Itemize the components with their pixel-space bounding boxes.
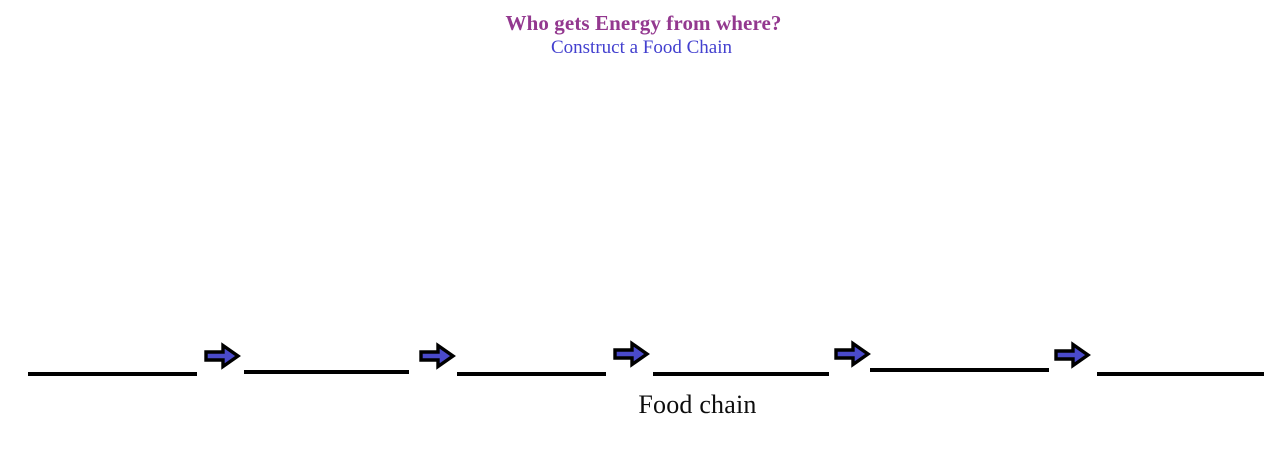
right-block-arrow-icon [834, 340, 871, 368]
right-block-arrow-icon [204, 342, 241, 370]
right-block-arrow-icon [1054, 341, 1091, 369]
food-chain-blank-1[interactable] [28, 372, 197, 376]
right-block-arrow-icon [613, 340, 650, 368]
heading-block: Who gets Energy from where? Construct a … [0, 10, 1283, 60]
food-chain-blank-3[interactable] [457, 372, 606, 376]
page-title: Who gets Energy from where? [505, 11, 782, 35]
food-chain-caption: Food chain [638, 390, 757, 419]
food-chain-blank-6[interactable] [1097, 372, 1264, 376]
food-chain-row [0, 335, 1283, 385]
food-chain-blank-5[interactable] [870, 368, 1049, 372]
page-subtitle: Construct a Food Chain [550, 37, 733, 58]
right-block-arrow-icon [419, 342, 456, 370]
food-chain-blank-2[interactable] [244, 370, 409, 374]
food-chain-blank-4[interactable] [653, 372, 829, 376]
